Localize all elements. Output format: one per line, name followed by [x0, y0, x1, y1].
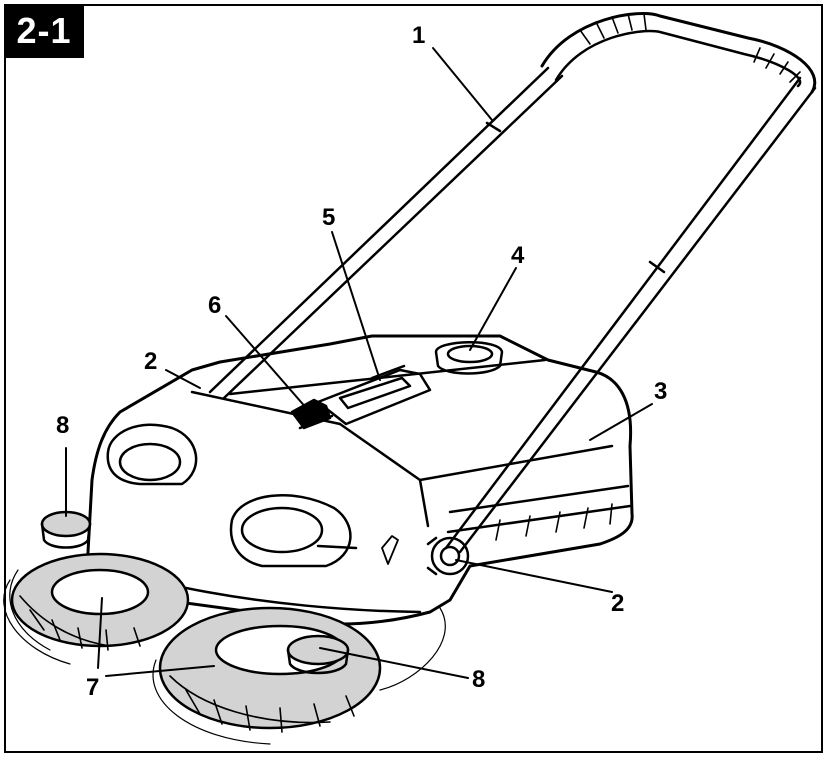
callout-leaders	[65, 47, 653, 679]
callout-5: 5	[322, 204, 336, 231]
callout-7: 7	[86, 674, 100, 701]
container-handle	[316, 364, 432, 426]
callout-1: 1	[412, 22, 426, 49]
handle-knob	[426, 536, 470, 576]
wheel-left	[40, 510, 92, 549]
side-brush-left	[3, 552, 190, 665]
side-brush-right	[152, 606, 446, 745]
push-handle	[208, 12, 817, 554]
callout-3: 3	[654, 378, 668, 405]
wheel-right	[286, 634, 350, 675]
callout-6: 6	[208, 292, 222, 319]
callout-4: 4	[511, 242, 525, 269]
figure-frame	[4, 4, 823, 753]
callout-8: 8	[472, 666, 486, 693]
callout-2: 2	[611, 590, 625, 617]
figure-number-badge: 2-1	[4, 4, 84, 58]
handle-socket	[434, 341, 504, 375]
callout-8: 8	[56, 412, 70, 439]
height-adjust-lever	[290, 398, 334, 430]
sweeper-housing	[86, 334, 634, 626]
callout-2: 2	[144, 348, 158, 375]
